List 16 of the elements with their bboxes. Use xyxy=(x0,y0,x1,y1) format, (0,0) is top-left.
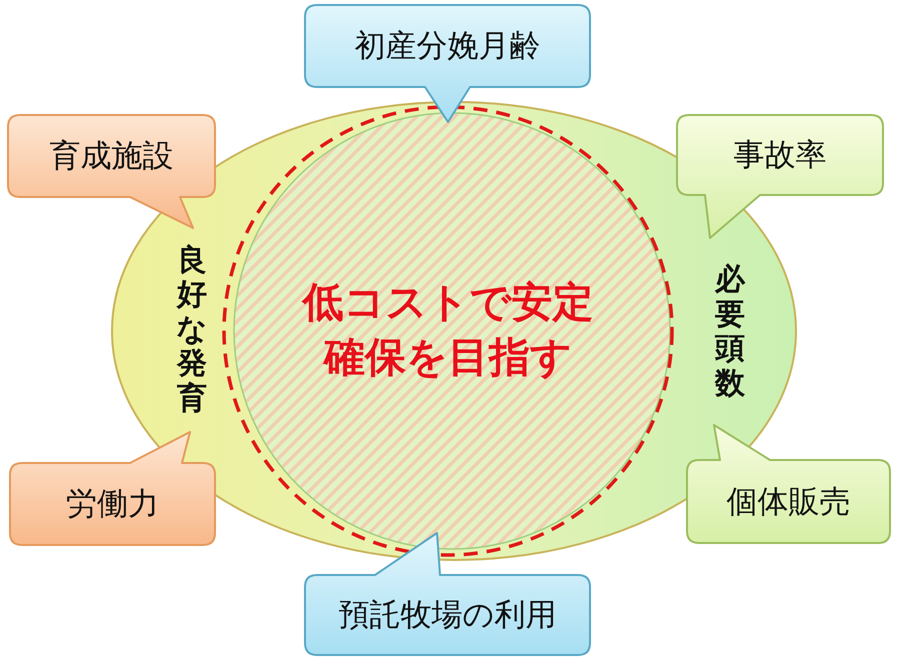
speech-bubble xyxy=(677,115,883,238)
speech-bubble xyxy=(305,5,590,122)
speech-bubble xyxy=(687,425,890,543)
dashed-circle xyxy=(222,105,674,557)
bubble-label: 育成施設 xyxy=(48,137,174,176)
bubble-label: 事故率 xyxy=(732,136,828,175)
center-text: 低コストで安定確保を目指す xyxy=(300,276,594,383)
vertical-label: 良好な発育 xyxy=(175,242,208,418)
bubble-label: 労働力 xyxy=(65,485,160,524)
speech-bubble xyxy=(8,115,215,228)
bubble-label: 預託牧場の利用 xyxy=(338,596,558,635)
bubble-label: 初産分娩月齢 xyxy=(354,27,542,66)
vertical-label: 必要頭数 xyxy=(714,261,746,402)
bubble-label: 個体販売 xyxy=(726,482,852,522)
speech-bubble xyxy=(305,533,590,655)
speech-bubble xyxy=(10,432,215,545)
